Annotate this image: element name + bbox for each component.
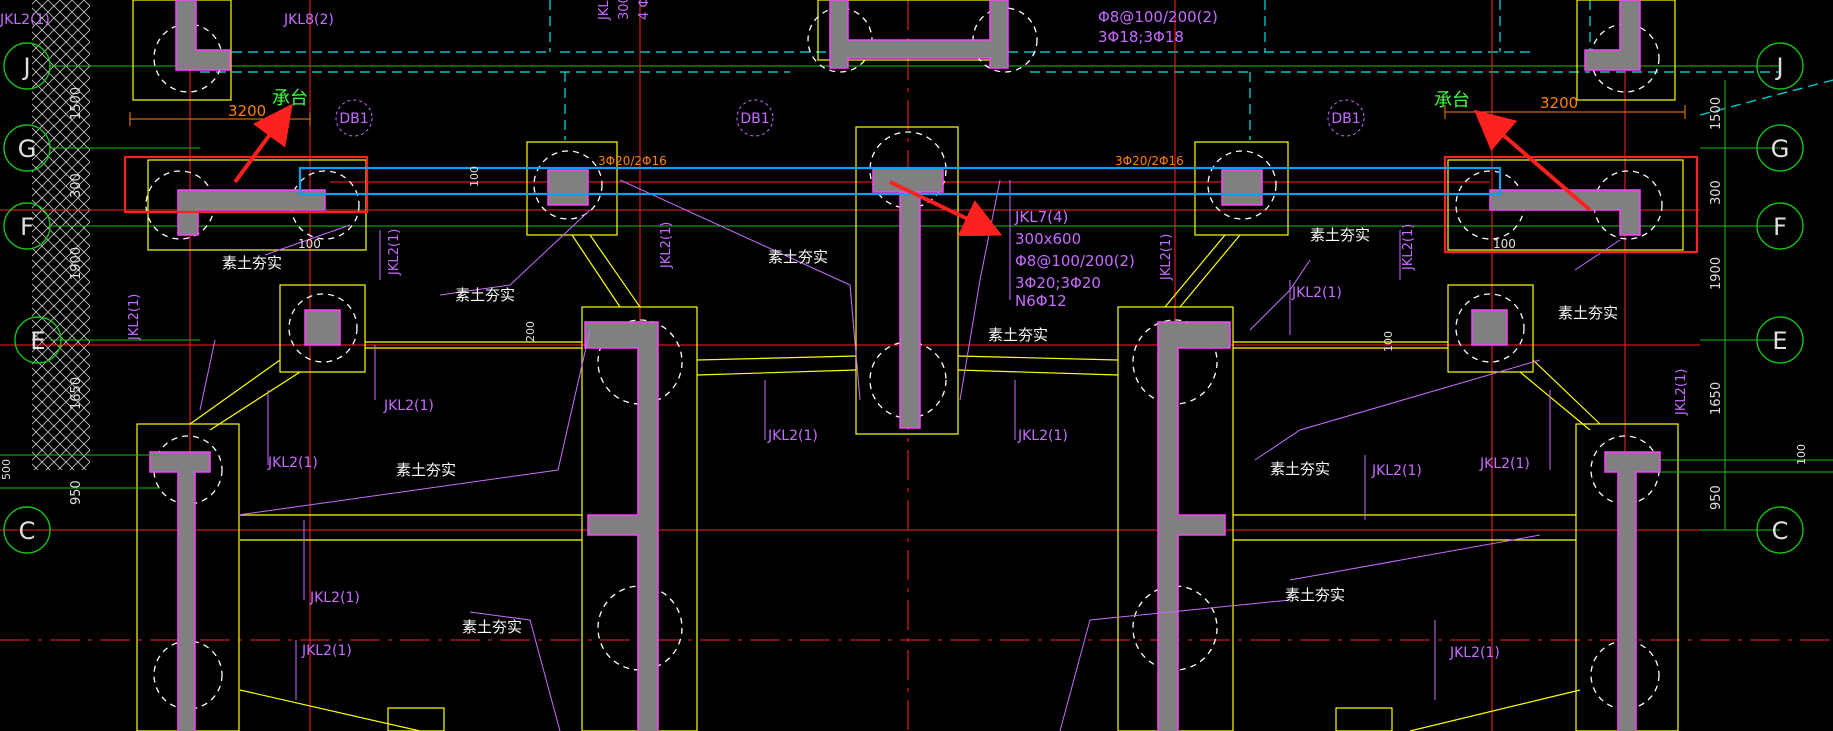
beam-label-16: JKL2(1) (1674, 369, 1689, 416)
axis-label-c-left: C (19, 517, 36, 545)
beam-label-15: JKL2(1) (1401, 224, 1416, 271)
beam-z4-side: N6Φ12 (1015, 292, 1067, 310)
beam-dashes (200, 0, 1833, 140)
dim-100-5: 100 (1795, 444, 1808, 465)
top-mid-2: 300 (617, 0, 632, 20)
dim-100-1: 100 (298, 237, 321, 251)
axis-label-j-right: J (1774, 53, 1783, 81)
dim-right-1500: 1500 (1709, 97, 1724, 130)
left-hatch-wall (32, 0, 90, 470)
top-right-stirrup: Φ8@100/200(2) (1098, 8, 1218, 26)
beam-label-8: JKL2(1) (1371, 463, 1422, 479)
dim-200: 200 (524, 321, 537, 342)
dim-right-300: 300 (1709, 180, 1724, 205)
beam-label-3: JKL2(1) (309, 590, 360, 606)
beam-z4-stirrup: Φ8@100/200(2) (1015, 252, 1135, 270)
beam-label-2: JKL2(1) (267, 455, 318, 471)
fill-label-1: 素土夯实 (222, 254, 282, 272)
axis-label-j-left: J (21, 53, 30, 81)
fill-label-5: 素土夯实 (1310, 226, 1370, 244)
beam-label-17: JKL2(1) (0, 12, 50, 28)
fill-label-3: 素土夯实 (768, 248, 828, 266)
dim-500: 500 (0, 459, 13, 480)
red-arrows (233, 103, 1592, 237)
dim-left-950: 950 (69, 480, 84, 505)
pile-caps (132, 0, 1684, 731)
beam-label-9: JKL2(1) (1479, 456, 1530, 472)
beam-label-7: JKL2(1) (1291, 285, 1342, 301)
beam-label-5: JKL2(1) (767, 428, 818, 444)
slab-label-2: DB1 (740, 111, 769, 127)
dim-3200-right: 3200 (1540, 94, 1578, 112)
fill-label-2: 素土夯实 (455, 286, 515, 304)
axis-label-c-right: C (1772, 517, 1789, 545)
slab-label-1: DB1 (339, 111, 368, 127)
beam-label-12: JKL2(1) (387, 229, 402, 276)
beam-label-11: JKL2(1) (127, 294, 142, 341)
dim-100-4: 100 (1382, 331, 1395, 352)
dim-right-950: 950 (1709, 485, 1724, 510)
top-mid-1: JKL (597, 0, 612, 21)
text-layer: J G F E C J G F E C 1500 300 1900 1650 9… (0, 0, 1808, 661)
columns (149, 0, 1661, 731)
pilecap-note-left: 承台 (272, 88, 308, 109)
beam-label-1: JKL2(1) (383, 398, 434, 414)
beam-label-14: JKL2(1) (1159, 234, 1174, 281)
beam-z4-name: JKL7(4) (1014, 208, 1068, 226)
beam-label-top-left: JKL8(2) (283, 12, 334, 28)
beam-label-10: JKL2(1) (1449, 645, 1500, 661)
axis-label-e-left: E (30, 327, 45, 355)
axis-label-f-left: F (20, 213, 34, 241)
fill-label-10: 素土夯实 (1285, 586, 1345, 604)
dim-left-1650: 1650 (69, 377, 84, 410)
axis-label-e-right: E (1772, 327, 1787, 355)
dim-left-1500: 1500 (69, 87, 84, 120)
fill-label-4: 素土夯实 (988, 326, 1048, 344)
grid-bubbles (3, 42, 1804, 554)
beam-label-13: JKL2(1) (659, 222, 674, 269)
slab-label-3: DB1 (1331, 111, 1360, 127)
beam-label-6: JKL2(1) (1017, 428, 1068, 444)
dim-right-1900: 1900 (1709, 257, 1724, 290)
dim-left-1900: 1900 (69, 247, 84, 280)
top-mid-3: 4 Φ (637, 0, 652, 20)
dim-100-3: 100 (468, 166, 481, 187)
dim-100-2: 100 (1493, 237, 1516, 251)
axis-label-g-right: G (1771, 135, 1790, 163)
beam-z4-bars: 3Φ20;3Φ20 (1015, 274, 1101, 292)
fill-label-6: 素土夯实 (1558, 304, 1618, 322)
reinforce-note-left: 3Φ20/2Φ16 (598, 154, 667, 168)
axis-label-g-left: G (18, 135, 37, 163)
dim-right-1650: 1650 (1709, 382, 1724, 415)
axis-label-f-right: F (1773, 213, 1787, 241)
fill-label-7: 素土夯实 (396, 461, 456, 479)
dim-left-300: 300 (69, 173, 84, 198)
pilecap-note-right: 承台 (1434, 90, 1470, 111)
top-right-bars: 3Φ18;3Φ18 (1098, 28, 1184, 46)
fill-label-8: 素土夯实 (1270, 460, 1330, 478)
highlights (123, 155, 1699, 254)
fill-label-9: 素土夯实 (462, 618, 522, 636)
dim-3200-left: 3200 (228, 102, 266, 120)
reinforce-note-right: 3Φ20/2Φ16 (1115, 154, 1184, 168)
leaders (199, 179, 1621, 731)
right-dim (0, 80, 1833, 530)
beam-z4-size: 300x600 (1015, 230, 1081, 248)
beam-label-4: JKL2(1) (301, 643, 352, 659)
